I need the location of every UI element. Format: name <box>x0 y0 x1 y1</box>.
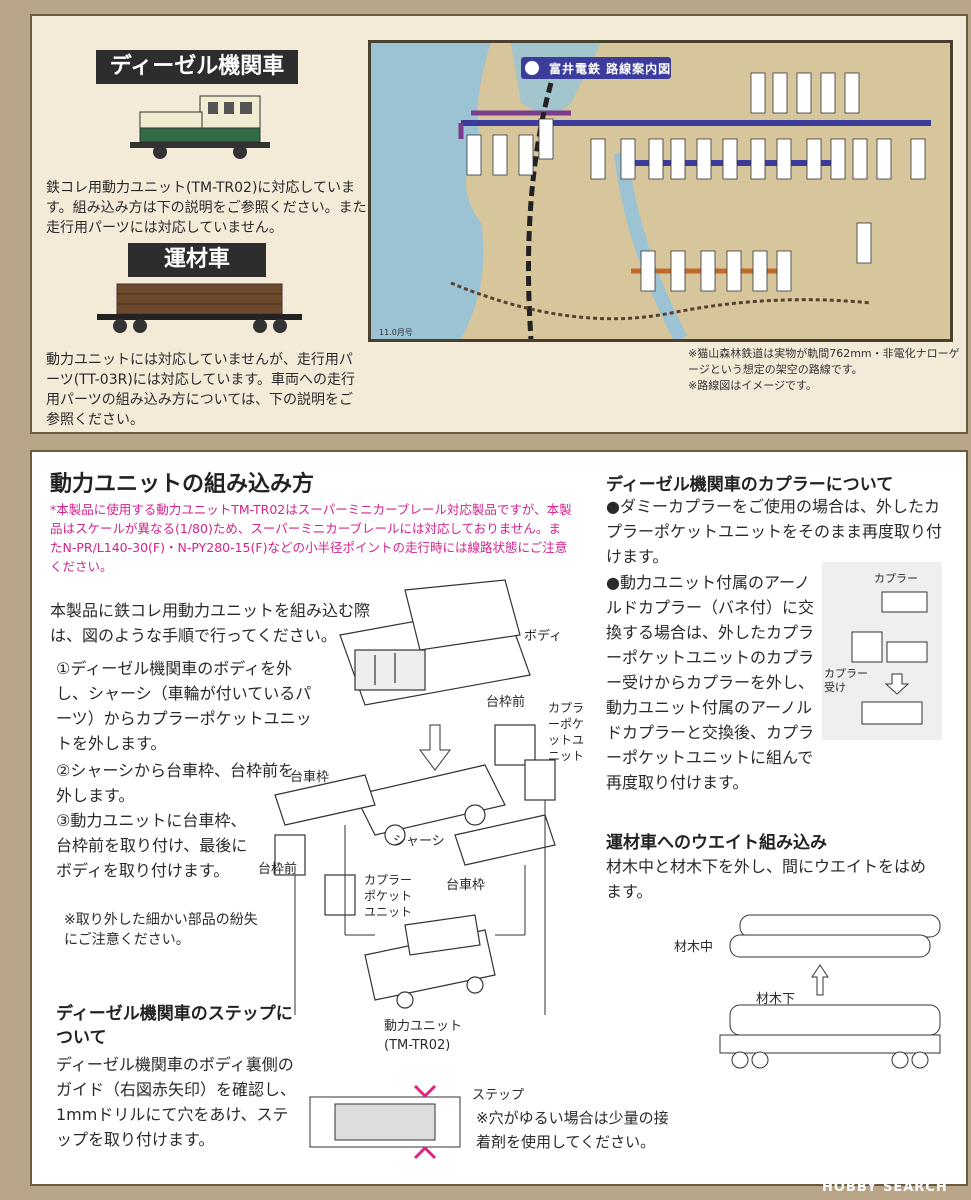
label-step: ステップ <box>472 1088 525 1103</box>
label-power-unit-model: (TM-TR02) <box>384 1038 451 1053</box>
log-car-image <box>97 283 302 333</box>
label-coupler-pocket-bottom: カプラーポケットユニット <box>364 873 413 919</box>
label-log-low: 材木下 <box>756 992 796 1007</box>
label-chassis: シャーシ <box>393 834 445 849</box>
step-underside-diagram <box>309 1084 461 1160</box>
label-coupler-pocket-top: カプラーポケットユニット <box>548 701 585 763</box>
label-bogie-frame-left: 台車枠 <box>290 770 330 785</box>
watermark: HOBBY SEARCH <box>822 1180 948 1195</box>
label-log-mid: 材木中 <box>674 940 714 955</box>
diesel-locomotive-image <box>130 95 270 159</box>
map-title: 富井電鉄 路線案内図 <box>549 62 672 76</box>
freight-title: 運材車 <box>128 243 266 277</box>
section-coupler-title: ディーゼル機関車のカプラーについて <box>606 475 894 495</box>
freight-description: 動力ユニットには対応していませんが、走行用パーツ(TT-03R)には対応していま… <box>46 352 355 428</box>
power-unit-caution-note: *本製品に使用する動力ユニットTM-TR02はスーパーミニカーブレール対応製品で… <box>50 502 572 574</box>
label-frame-front-left: 台枠前 <box>258 862 298 877</box>
route-map: 富井電鉄 路線案内図 11.0月号 <box>368 40 953 342</box>
power-unit-intro: 本製品に鉄コレ用動力ユニットを組み込む際は、図のような手順で行ってください。 <box>50 601 371 645</box>
route-map-graphic <box>371 43 931 339</box>
diesel-title: ディーゼル機関車 <box>96 50 298 84</box>
caution-small-parts: ※取り外した細かい部品の紛失にご注意ください。 <box>64 912 258 948</box>
section-weight-title: 運材車へのウエイト組み込み <box>606 833 827 853</box>
label-body: ボディ <box>524 629 563 644</box>
coupler-diagram: カプラー カプラー受け <box>822 562 942 740</box>
weight-description: 材木中と材木下を外し、間にウエイトをはめます。 <box>606 857 927 901</box>
log-car-weight-diagram <box>719 914 941 1069</box>
map-scale: 11.0月号 <box>379 328 413 337</box>
bottom-panel <box>30 450 968 1186</box>
step-2: ②シャーシから台車枠、台枠前を外します。 <box>56 761 295 805</box>
step-description: ディーゼル機関車のボディ裏側のガイド（右図赤矢印）を確認し、1mmドリルにて穴を… <box>56 1055 297 1149</box>
label-coupler-receiver: カプラー受け <box>824 667 868 694</box>
step-3: ③動力ユニットに台車枠、台枠前を取り付け、最後にボディを取り付けます。 <box>56 811 248 880</box>
section-power-unit-title: 動力ユニットの組み込み方 <box>50 472 315 497</box>
step-1: ①ディーゼル機関車のボディを外し、シャーシ（車輪が付いているパーツ）からカプラー… <box>56 659 312 753</box>
label-power-unit: 動力ユニット <box>384 1019 463 1034</box>
assembly-diagram <box>274 579 556 1015</box>
step-note: ※穴がゆるい場合は少量の接着剤を使用してください。 <box>476 1109 669 1151</box>
label-bogie-frame-right: 台車枠 <box>446 878 486 893</box>
label-coupler: カプラー <box>874 572 918 585</box>
map-notes: ※猫山森林鉄道は実物が軌間762mm・非電化ナローゲージという想定の架空の路線で… <box>688 347 960 392</box>
label-frame-front-top: 台枠前 <box>486 695 526 710</box>
coupler-item-1: ●ダミーカプラーをご使用の場合は、外したカプラーポケットユニットをそのまま再度取… <box>606 497 943 566</box>
section-step-title: ディーゼル機関車のステップについて <box>56 1004 293 1048</box>
diesel-description: 鉄コレ用動力ユニット(TM-TR02)に対応しています。組み込み方は下の説明をご… <box>46 180 367 236</box>
coupler-item-2: ●動力ユニット付属のアーノルドカプラー（バネ付）に交換する場合は、外したカプラー… <box>606 573 815 792</box>
station-markers <box>466 72 926 292</box>
coupler-parts-graphic <box>851 591 928 725</box>
